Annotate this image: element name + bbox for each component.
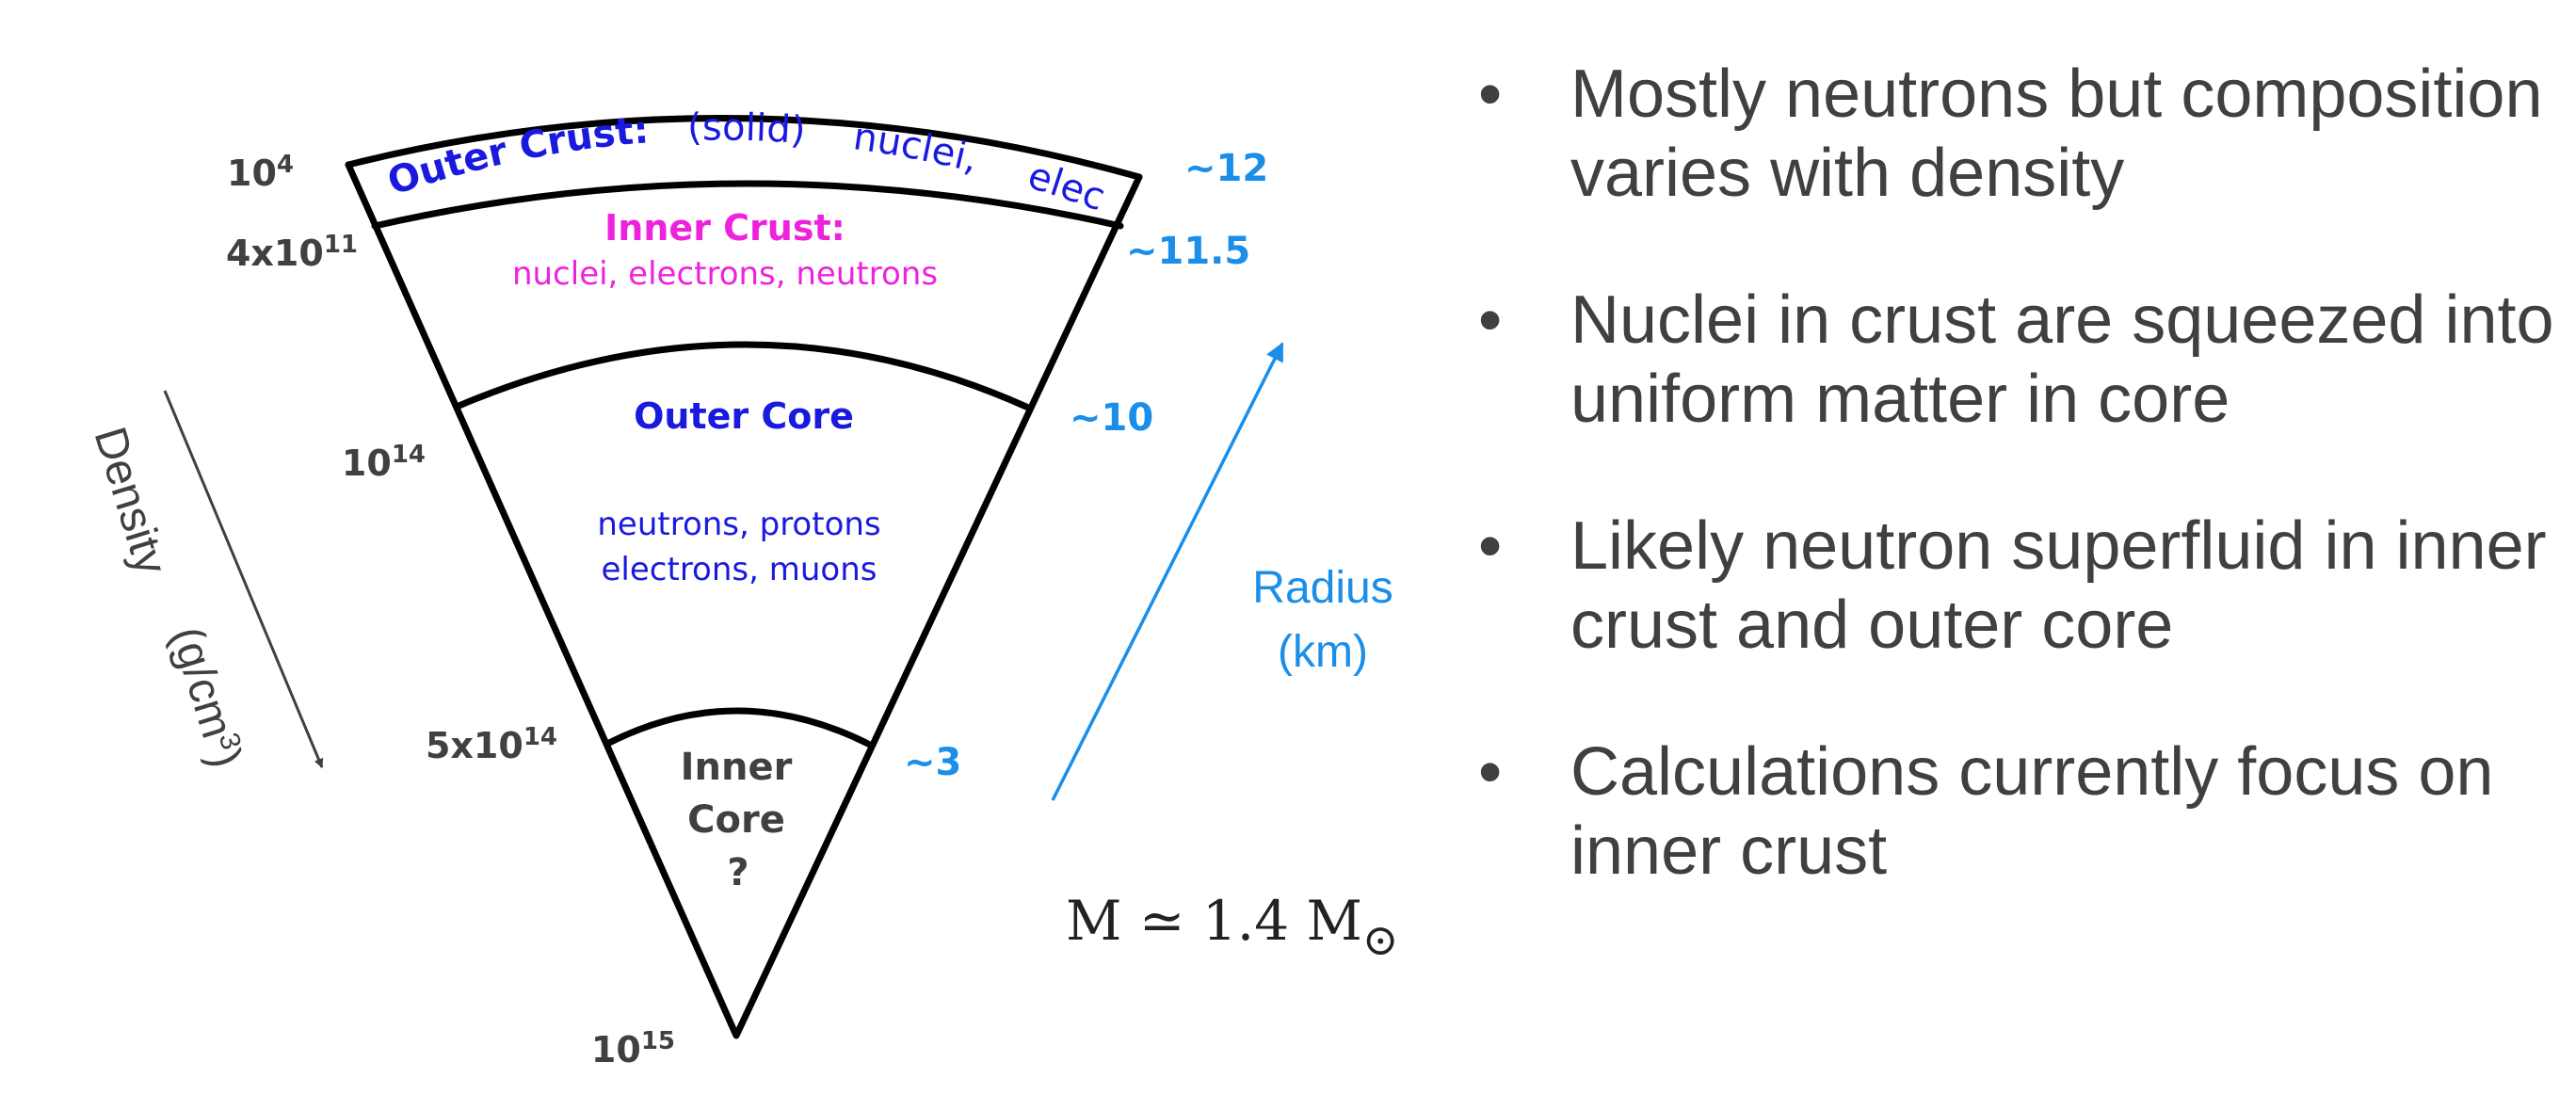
density-label-2: 4x1011	[226, 231, 358, 274]
bullet-item: • Nuclei in crust are squeezed into unifo…	[1469, 281, 2570, 439]
bullet-item: • Likely neutron superfluid in inner crus…	[1469, 507, 2570, 665]
bullet-text: Calculations currently focus on inner cr…	[1570, 734, 2494, 889]
outer-crust-solid: (solid)	[687, 105, 808, 153]
inner-crust-content: nuclei, electrons, neutrons	[512, 255, 938, 293]
outer-crust-nuclei: nuclei,	[850, 115, 982, 181]
density-axis-word: Density	[84, 422, 175, 581]
bullet-text: Mostly neutrons but composition varies w…	[1570, 56, 2543, 211]
radius-label-2: ~11.5	[1126, 230, 1250, 273]
density-axis: Density (g/cm3)	[84, 390, 324, 773]
density-axis-unit: (g/cm3)	[161, 621, 250, 773]
outer-core-content-line1: neutrons, protons	[597, 506, 880, 543]
bullet-dot-icon: •	[1478, 56, 1503, 132]
outer-inner-core-boundary	[604, 707, 872, 748]
radius-arrow	[1051, 342, 1284, 801]
inner-crust-layer: Inner Crust: nuclei, electrons, neutrons	[512, 207, 938, 293]
radius-axis-line1: Radius	[1252, 563, 1393, 613]
radius-label-3: ~10	[1070, 396, 1153, 440]
outer-core-title: Outer Core	[634, 395, 854, 437]
density-label-3: 1014	[342, 441, 426, 484]
inner-crust-title: Inner Crust:	[604, 207, 845, 249]
neutron-star-diagram: Outer Crust: (solid) nuclei, electrons I…	[0, 0, 1398, 1070]
radius-label-1: ~12	[1184, 147, 1268, 190]
bullet-list: • Mostly neutrons but composition varies …	[1469, 55, 2570, 958]
bullet-text: Nuclei in crust are squeezed into unifor…	[1570, 282, 2554, 437]
bullet-item: • Mostly neutrons but composition varies …	[1469, 55, 2570, 213]
bullet-text: Likely neutron superfluid in inner crust…	[1570, 508, 2547, 663]
inner-crust-core-boundary	[453, 341, 1030, 410]
svg-text:Outer Crust: (solid): Outer Crust: (solid) nuclei, electrons	[0, 0, 1111, 219]
outer-core-layer: Outer Core neutrons, protons electrons, …	[597, 395, 880, 588]
density-labels: 104 4x1011 1014 5x1014 1015	[226, 151, 675, 1070]
mass-label: M ≃ 1.4 M⊙	[1066, 889, 1398, 965]
outer-crust-electrons: electrons	[0, 0, 1111, 219]
outer-crust-inner-boundary	[371, 180, 1124, 230]
density-label-1: 104	[227, 151, 294, 194]
radius-label-4: ~3	[904, 741, 961, 784]
radius-axis: Radius (km)	[1051, 342, 1393, 801]
inner-core-line1: Inner	[681, 746, 793, 789]
inner-core-layer: Inner Core ?	[681, 746, 793, 894]
bullet-dot-icon: •	[1478, 734, 1503, 810]
radius-labels: ~12 ~11.5 ~10 ~3	[904, 147, 1268, 784]
inner-core-line2: Core	[687, 798, 785, 842]
bullet-item: • Calculations currently focus on inner c…	[1469, 732, 2570, 891]
outer-crust-layer: Outer Crust: (solid) nuclei, electrons	[0, 0, 1111, 219]
outer-crust-top-boundary	[345, 115, 1143, 181]
inner-core-line3: ?	[727, 851, 749, 894]
outer-core-content-line2: electrons, muons	[602, 551, 877, 588]
density-arrow	[163, 390, 324, 768]
bullet-dot-icon: •	[1478, 282, 1503, 358]
density-label-5: 1015	[591, 1027, 675, 1070]
bullet-dot-icon: •	[1478, 508, 1503, 584]
radius-axis-line2: (km)	[1278, 627, 1368, 677]
density-label-4: 5x1014	[426, 723, 557, 766]
wedge-outline	[345, 115, 1143, 1039]
